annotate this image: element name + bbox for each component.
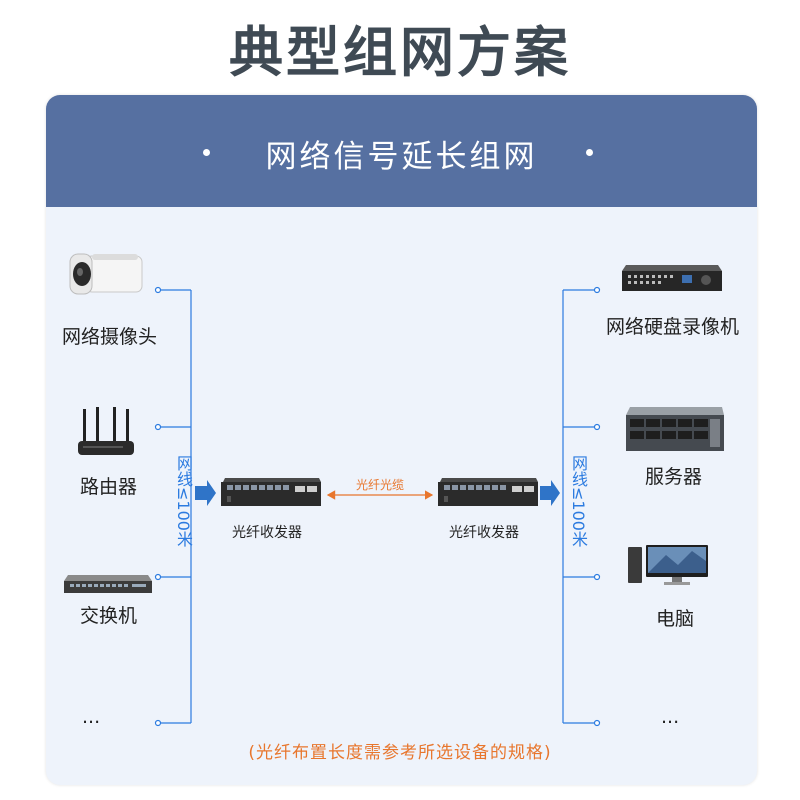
nvr-icon [622,265,722,291]
right-converter-label: 光纤收发器 [449,525,519,541]
right-flow-arrow-icon [540,480,560,506]
panel-title: 网络信号延长组网 [265,139,538,175]
right-device-label-1: 网络硬盘录像机 [606,316,740,338]
fiber-cable-label: 光纤光缆 [356,478,405,492]
fiber-converter-icon-left [221,478,321,506]
left-device-label-2: 路由器 [80,476,138,498]
right-port-4 [593,719,601,727]
right-device-label-3: 电脑 [656,608,695,630]
left-port-1 [154,286,162,294]
right-cable-length-label: 网线≤100米 [569,455,588,547]
left-cable-length-label: 网线≤100米 [174,455,193,547]
right-port-2 [593,423,601,431]
panel-header: 网络信号延长组网 [46,95,757,207]
left-device-label-3: 交换机 [80,605,138,627]
fiber-converter-icon-right [438,478,538,506]
computer-icon [628,545,708,585]
header-bullet-right [586,149,593,156]
left-bus-line [158,289,192,724]
left-port-3 [154,573,162,581]
switch-icon [64,575,152,593]
server-icon [626,407,724,451]
ip-camera-icon [69,253,143,295]
left-device-label-1: 网络摄像头 [62,326,158,348]
right-bus-line [562,289,597,724]
left-port-2 [154,423,162,431]
router-icon [78,407,134,455]
right-port-1 [593,286,601,294]
left-device-more: ... [82,706,101,728]
right-port-3 [593,573,601,581]
left-converter-label: 光纤收发器 [232,525,302,541]
left-flow-arrow-icon [195,480,216,506]
right-device-label-2: 服务器 [645,466,703,488]
right-device-more: ... [661,706,680,728]
header-bullet-left [203,149,210,156]
left-port-4 [154,719,162,727]
footnote: (光纤布置长度需参考所选设备的规格) [248,743,552,763]
page-title: 典型组网方案 [229,21,571,84]
